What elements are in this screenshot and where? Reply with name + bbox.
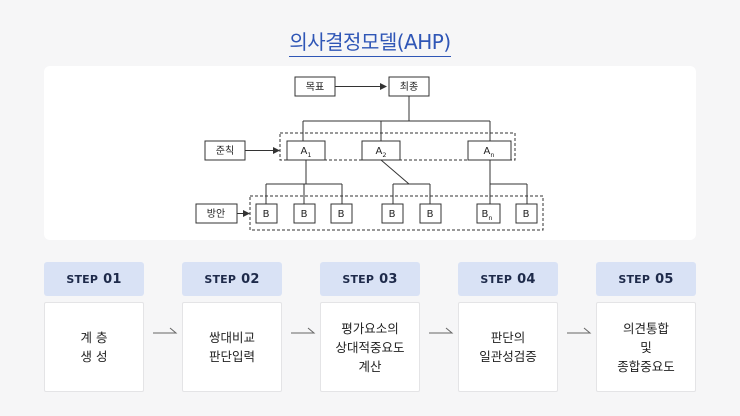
step-header-2: STEP 02 (182, 262, 282, 296)
alternative-base: B (263, 209, 270, 220)
step-header-1: STEP 01 (44, 262, 144, 296)
alternative-base: B (482, 209, 489, 220)
svg-text:A2: A2 (376, 146, 387, 159)
alternative-node: B (330, 203, 353, 224)
alternative-node: B (515, 203, 538, 224)
svg-text:B: B (523, 209, 530, 220)
step-label: STEP (204, 272, 237, 286)
arrow-right-icon (429, 327, 454, 334)
svg-text:An: An (484, 146, 495, 159)
step-process: STEP 01 계 층 생 성 STEP 02 쌍대비교 판단입력 STEP 03 평… (0, 262, 740, 392)
criterion-base: A (376, 146, 383, 157)
criteria-group (279, 132, 516, 161)
step-number: 05 (655, 271, 674, 287)
criterion-node-n: An (467, 140, 512, 161)
step-header-4: STEP 04 (458, 262, 558, 296)
step-body-5: 의견통합 및 종합중요도 (596, 302, 696, 392)
step-header-3: STEP 03 (320, 262, 420, 296)
step-body-2: 쌍대비교 판단입력 (182, 302, 282, 392)
step-body-4: 판단의 일관성검증 (458, 302, 558, 392)
svg-text:Bn: Bn (482, 209, 493, 222)
svg-text:B: B (389, 209, 396, 220)
criterion-base: A (484, 146, 491, 157)
criteria-label: 준칙 (216, 145, 234, 157)
connector (380, 159, 410, 185)
svg-text:B: B (263, 209, 270, 220)
step-label: STEP (618, 272, 651, 286)
svg-text:A1: A1 (301, 146, 312, 159)
step-header-5: STEP 05 (596, 262, 696, 296)
criteria-label-box: 준칙 (204, 140, 246, 161)
arrow-right-icon (291, 327, 316, 334)
arrow-right-icon (153, 327, 178, 334)
criterion-base: A (301, 146, 308, 157)
step-label: STEP (480, 272, 513, 286)
ahp-hierarchy-diagram: 목표 최종 준칙 A1 A (44, 66, 696, 240)
goal-label: 목표 (306, 81, 324, 93)
alternative-base: B (338, 209, 345, 220)
step-number: 04 (517, 271, 536, 287)
alternative-node: B (419, 203, 442, 224)
alternative-node: B (293, 203, 316, 224)
svg-text:B: B (338, 209, 345, 220)
alternatives-label: 방안 (207, 208, 225, 220)
step-number: 02 (241, 271, 260, 287)
criterion-sub: n (490, 151, 494, 159)
alternatives-label-box: 방안 (195, 203, 238, 224)
svg-text:B: B (427, 209, 434, 220)
criterion-sub: 1 (307, 151, 311, 159)
step-number: 01 (103, 271, 122, 287)
alternative-node: B (255, 203, 278, 224)
goal-box: 목표 (294, 76, 336, 97)
step-label: STEP (66, 272, 99, 286)
alternative-node: B (381, 203, 404, 224)
page-title: 의사결정모델(AHP) (0, 26, 740, 57)
criterion-node-1: A1 (286, 140, 326, 161)
arrow-right-icon (567, 327, 592, 334)
step-label: STEP (342, 272, 375, 286)
step-number: 03 (379, 271, 398, 287)
criterion-node-2: A2 (361, 140, 401, 161)
alternative-node-n: Bn (476, 203, 501, 224)
final-box: 최종 (388, 76, 430, 97)
alternative-base: B (523, 209, 530, 220)
alternative-base: B (389, 209, 396, 220)
alternative-sub: n (488, 214, 492, 222)
hierarchy-svg: 목표 최종 준칙 A1 A (195, 76, 544, 231)
alternatives-group (249, 195, 544, 231)
step-body-3: 평가요소의 상대적중요도 계산 (320, 302, 420, 392)
alternative-base: B (301, 209, 308, 220)
step-body-1: 계 층 생 성 (44, 302, 144, 392)
final-label: 최종 (400, 81, 418, 93)
criterion-sub: 2 (382, 151, 386, 159)
alternative-base: B (427, 209, 434, 220)
page-title-text: 의사결정모델(AHP) (289, 30, 451, 57)
svg-text:B: B (301, 209, 308, 220)
